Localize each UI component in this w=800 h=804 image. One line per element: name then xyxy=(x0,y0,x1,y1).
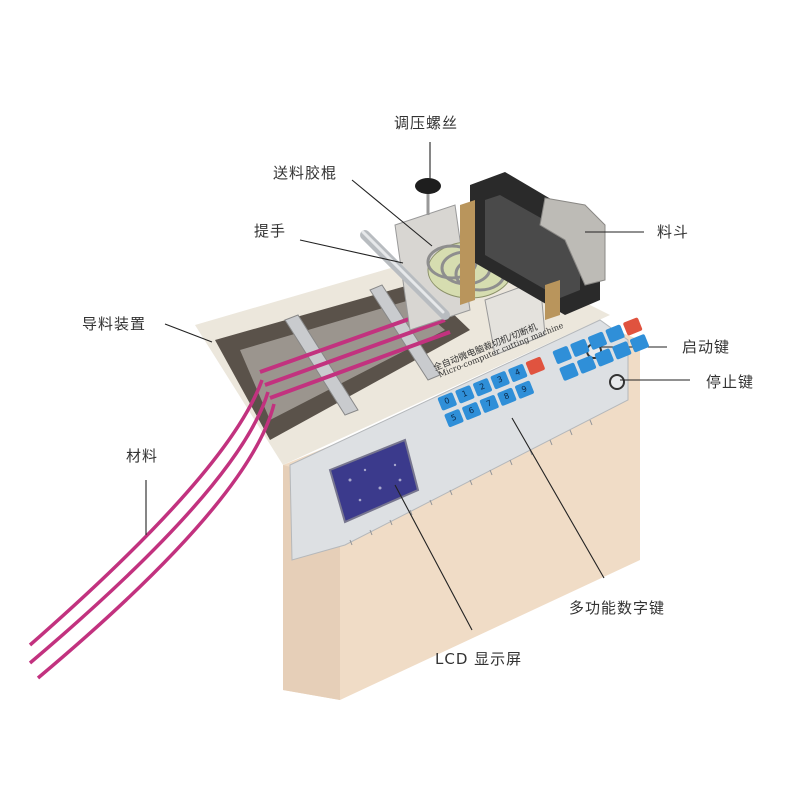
label-lcd: LCD 显示屏 xyxy=(435,650,523,668)
ruler-ticks xyxy=(349,419,593,546)
function-key-3[interactable] xyxy=(587,331,608,351)
leader-lines xyxy=(145,142,690,631)
label-hopper: 料斗 xyxy=(657,223,690,241)
stop-button[interactable] xyxy=(609,374,625,390)
label-feed-roller: 送料胶棍 xyxy=(273,164,338,182)
leader-feed-roller xyxy=(351,179,433,247)
label-start-key: 启动键 xyxy=(682,338,731,356)
label-stop-key: 停止键 xyxy=(706,373,755,391)
label-material: 材料 xyxy=(126,447,159,465)
cutter-brass xyxy=(460,200,475,305)
material-wires xyxy=(28,379,276,680)
leader-guide-device xyxy=(164,323,213,343)
function-key-red-1[interactable] xyxy=(525,356,546,376)
leader-keypad xyxy=(511,417,605,579)
key-3[interactable]: 3 xyxy=(490,370,511,390)
function-key-2[interactable] xyxy=(569,338,590,358)
key-4[interactable]: 4 xyxy=(507,363,528,383)
leader-handle xyxy=(299,239,404,264)
key-2[interactable]: 2 xyxy=(472,377,493,397)
handle-bar-highlight xyxy=(361,230,445,314)
label-keypad: 多功能数字键 xyxy=(569,599,666,617)
hopper xyxy=(539,197,606,286)
pressure-screw-knob xyxy=(415,178,441,194)
function-key-4[interactable] xyxy=(605,324,626,344)
lcd-screen xyxy=(328,438,420,524)
function-key-1[interactable] xyxy=(552,345,573,365)
cutter-frame-inner xyxy=(485,195,580,298)
lcd-glare xyxy=(348,463,402,502)
leader-lcd xyxy=(394,484,473,631)
cutter-brass-right xyxy=(545,280,560,320)
label-pressure-screw: 调压螺丝 xyxy=(394,114,459,132)
key-1[interactable]: 1 xyxy=(454,384,475,404)
label-handle: 提手 xyxy=(254,222,287,240)
label-guide-device: 导料装置 xyxy=(82,315,147,333)
